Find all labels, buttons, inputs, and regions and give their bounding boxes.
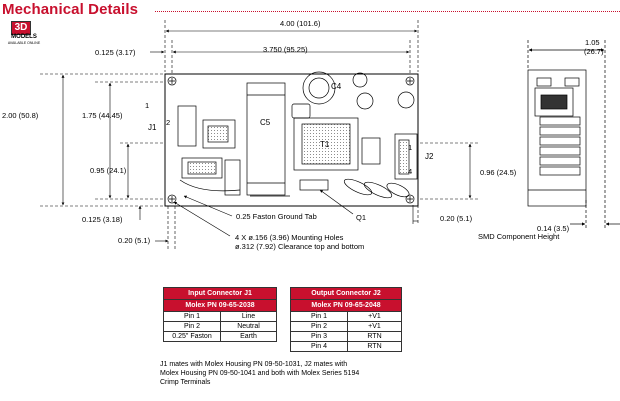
label-j1-pin2: 2	[166, 118, 171, 127]
dim-j2-height: 0.96 (24.5)	[480, 168, 517, 177]
dim-side-height-mm: (26.7)	[584, 47, 604, 56]
table-cell: Earth	[220, 331, 277, 342]
input-connector-title: Input Connector J1	[163, 287, 277, 300]
c4-capacitor	[302, 71, 336, 105]
dim-j1-height: 1.75 (44.45)	[82, 111, 123, 120]
t1-transformer	[293, 117, 359, 171]
table-cell: Pin 1	[163, 311, 221, 322]
output-connector-title: Output Connector J2	[290, 287, 402, 300]
table-cell: +V1	[347, 311, 402, 322]
callout-faston: 0.25 Faston Ground Tab	[236, 212, 317, 221]
dim-side-smd: 0.14 (3.5)	[537, 224, 570, 233]
dim-right-offset: 0.20 (5.1)	[440, 214, 473, 223]
table-row: Pin 1 +V1	[290, 311, 402, 322]
q1-transistor	[299, 179, 329, 191]
label-j2-pin4: 4	[408, 167, 413, 176]
table-cell: 0.25" Faston	[163, 331, 221, 342]
table-cell: RTN	[347, 331, 402, 342]
dim-bottom-left: 0.20 (5.1)	[118, 236, 151, 245]
note-line: J1 mates with Molex Housing PN 09-50-103…	[160, 361, 348, 368]
dim-pin-height: 0.95 (24.1)	[90, 166, 127, 175]
page-title: Mechanical Details	[2, 1, 139, 18]
table-cell: Pin 1	[290, 311, 348, 322]
3d-models-badge[interactable]: 3D MODELS AVAILABLE ONLINE	[5, 21, 43, 46]
dim-left-offset: 0.125 (3.17)	[95, 48, 136, 57]
label-j1-pin1: 1	[145, 101, 150, 110]
badge-models-label: MODELS	[11, 34, 37, 40]
input-connector-table: Input Connector J1 Molex PN 09-65-2038 P…	[163, 287, 277, 342]
label-c5: C5	[260, 118, 271, 127]
label-j1: J1	[148, 123, 157, 132]
table-cell: RTN	[347, 341, 402, 352]
table-cell: Line	[220, 311, 277, 322]
c5-capacitor	[246, 82, 286, 196]
table-row: 0.25" Faston Earth	[163, 331, 277, 342]
callout-holes-line2: ø.312 (7.92) Clearance top and bottom	[235, 242, 365, 251]
label-c4: C4	[331, 82, 342, 91]
dim-overall-width: 2.00 (50.8)	[2, 111, 39, 120]
table-row: Pin 4 RTN	[290, 341, 402, 352]
title-divider	[155, 11, 620, 13]
j2-connector-body	[394, 133, 418, 180]
table-row: Pin 2 +V1	[290, 321, 402, 332]
dim-hole-spacing: 3.750 (95.25)	[263, 45, 308, 54]
table-cell: Pin 3	[290, 331, 348, 342]
badge-available-label: AVAILABLE ONLINE	[7, 41, 41, 45]
side-view	[527, 40, 620, 230]
mechanical-drawing	[40, 20, 620, 250]
callout-q1: Q1	[356, 213, 367, 222]
callout-holes-line1: 4 X ø.156 (3.96) Mounting Holes	[235, 233, 344, 242]
input-connector-pn: Molex PN 09-65-2038	[163, 299, 277, 312]
table-cell: +V1	[347, 321, 402, 332]
label-j2-pin1: 1	[408, 143, 413, 152]
dim-overall-length: 4.00 (101.6)	[280, 19, 321, 28]
label-j2: J2	[425, 152, 434, 161]
smd-height-note: SMD Component Height	[478, 232, 560, 241]
table-row: Pin 2 Neutral	[163, 321, 277, 332]
j1-connector-body	[177, 105, 197, 147]
table-cell: Pin 4	[290, 341, 348, 352]
badge-3d-label: 3D	[11, 21, 31, 35]
table-row: Pin 1 Line	[163, 311, 277, 322]
note-line: Crimp Terminals	[160, 379, 211, 386]
dim-side-height: 1.05	[585, 38, 600, 47]
table-cell: Neutral	[220, 321, 277, 332]
output-connector-pn: Molex PN 09-65-2048	[290, 299, 402, 312]
label-t1: T1	[320, 140, 330, 149]
output-connector-table: Output Connector J2 Molex PN 09-65-2048 …	[290, 287, 402, 352]
table-row: Pin 3 RTN	[290, 331, 402, 342]
mating-note: J1 mates with Molex Housing PN 09-50-103…	[160, 360, 430, 387]
table-cell: Pin 2	[163, 321, 221, 332]
table-cell: Pin 2	[290, 321, 348, 332]
note-line: Molex Housing PN 09-50-1041 and both wit…	[160, 370, 360, 377]
dim-bottom-offset: 0.125 (3.18)	[82, 215, 123, 224]
